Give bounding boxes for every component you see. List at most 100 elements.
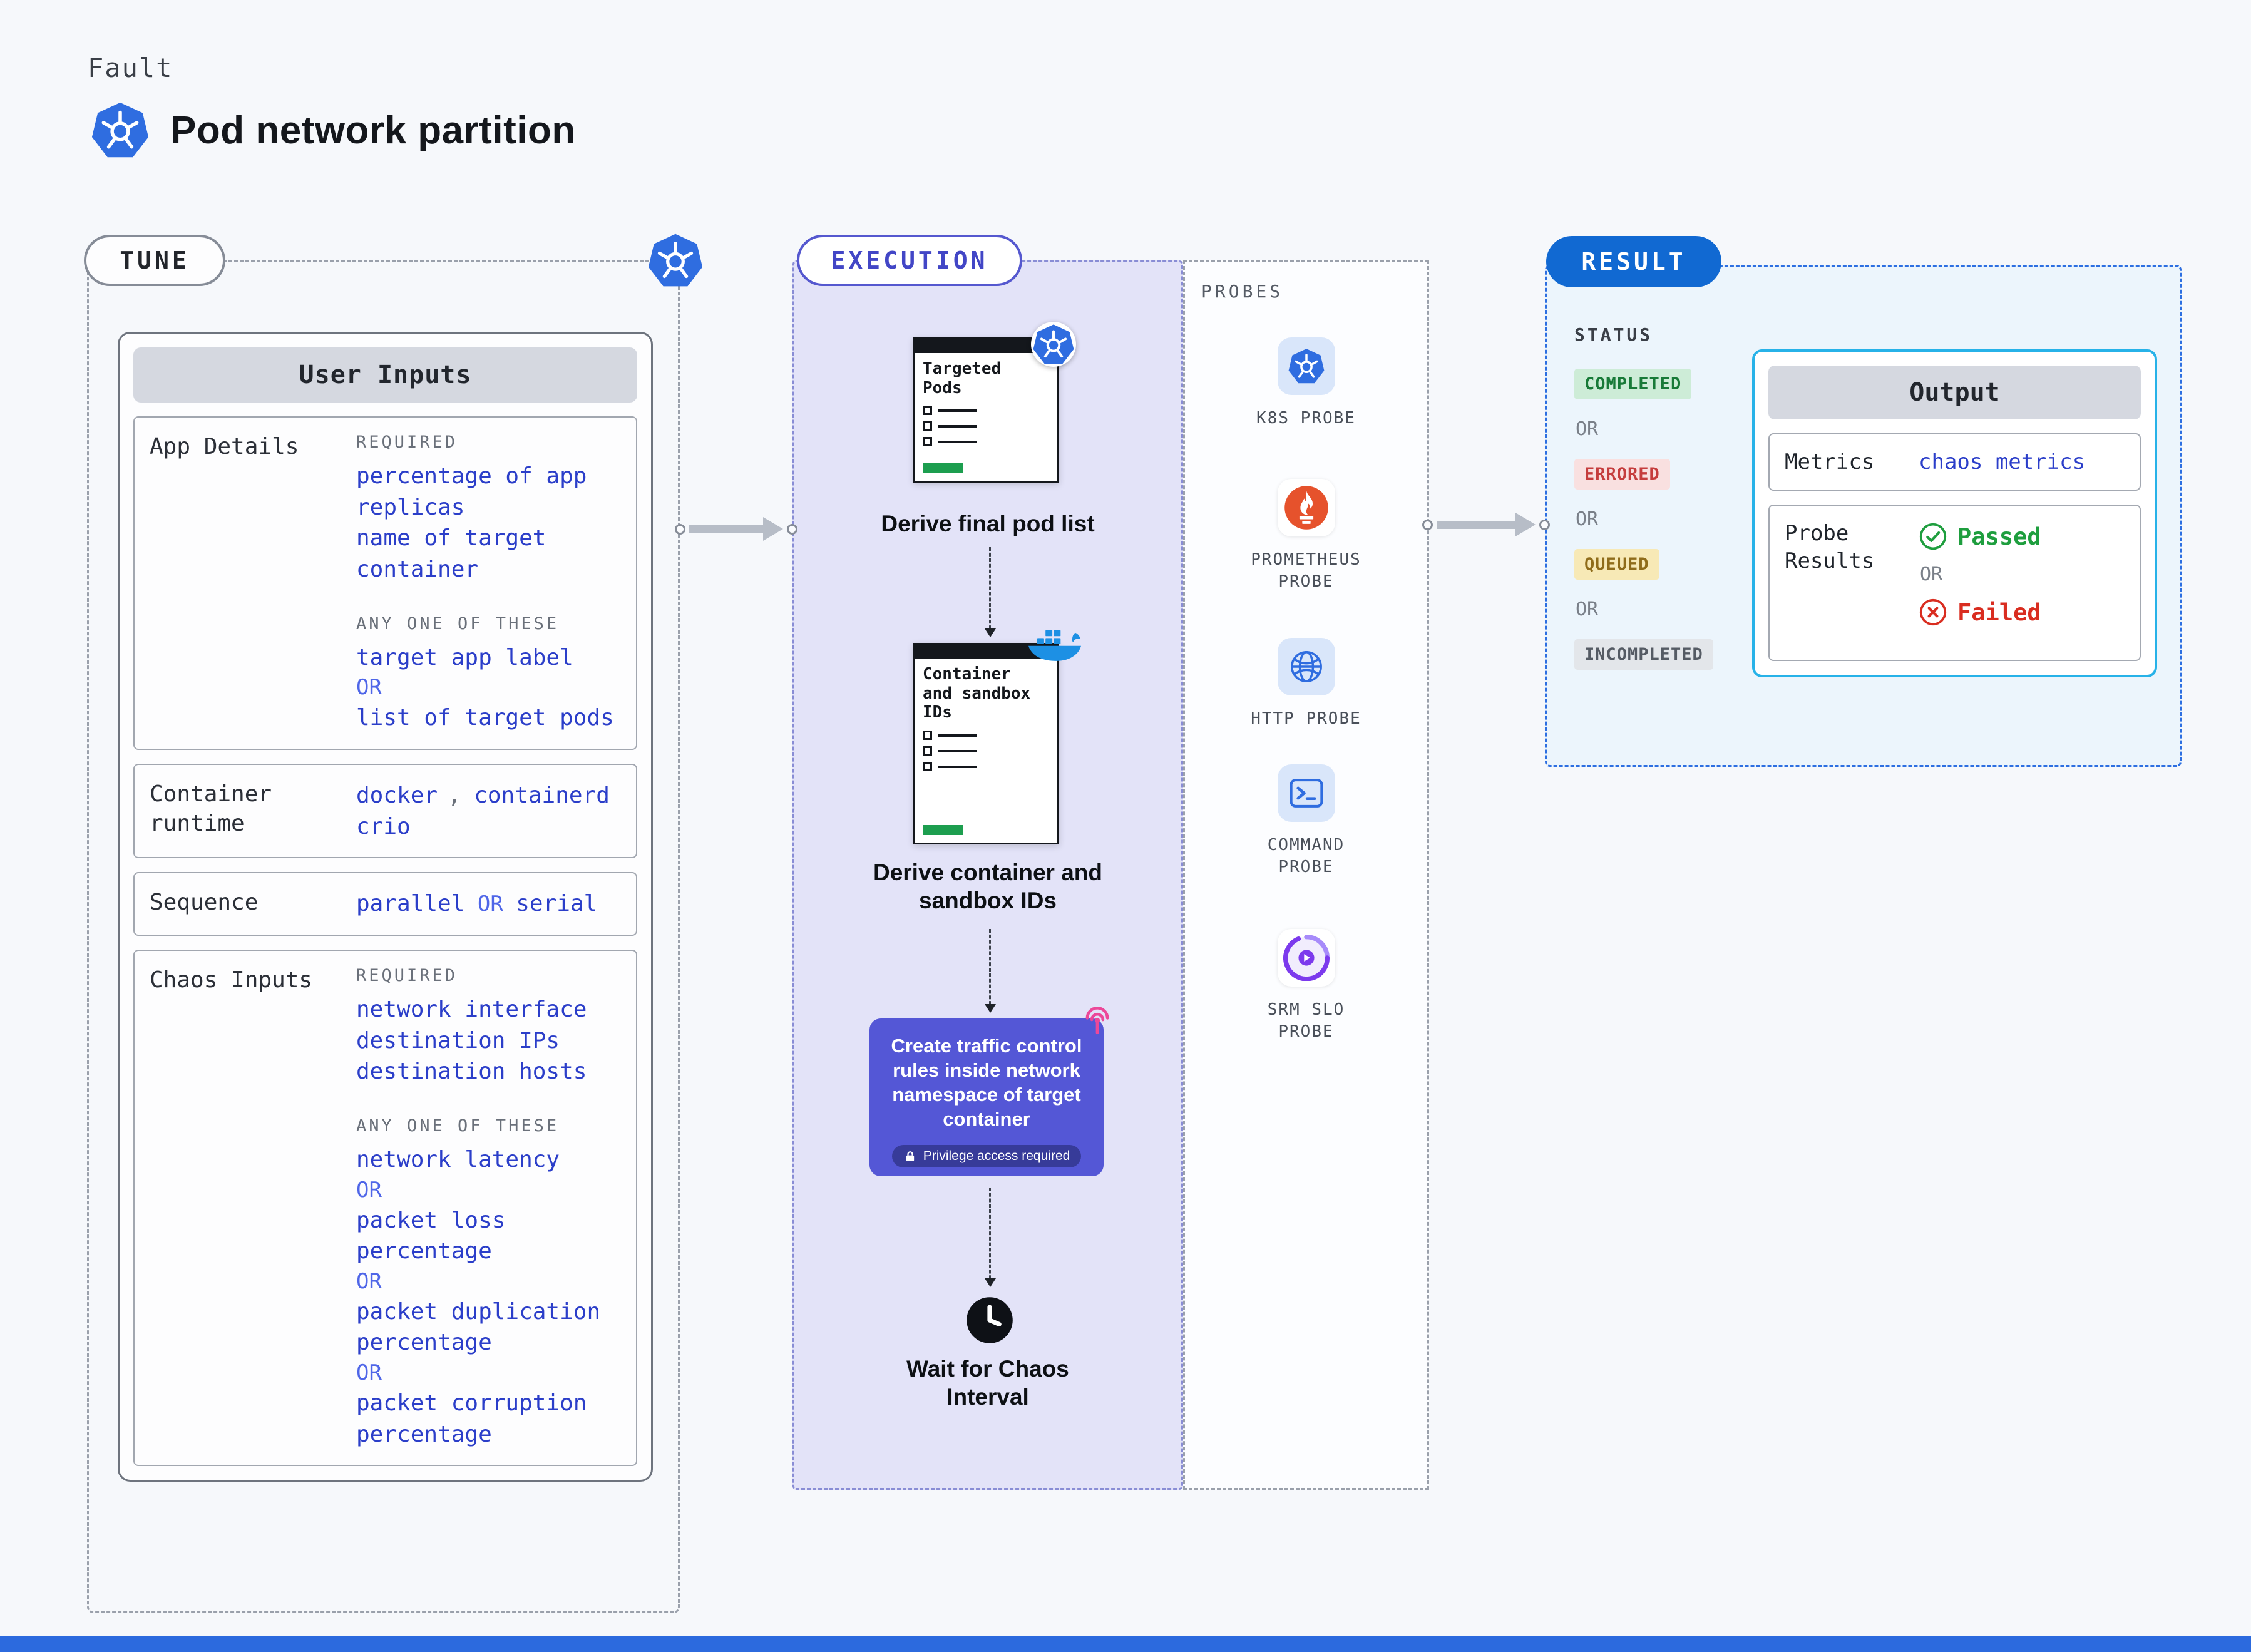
probe-tile	[1277, 764, 1335, 822]
kubernetes-badge	[1031, 322, 1076, 367]
input-value: parallel	[356, 891, 465, 917]
prometheus-icon	[1283, 485, 1330, 531]
probe-passed: Passed	[1919, 522, 2041, 551]
list-line	[938, 749, 977, 752]
checkbox-icon	[923, 437, 932, 447]
traffic-control-action: Create traffic control rules inside netw…	[869, 1018, 1104, 1176]
flow-arrow	[675, 517, 797, 541]
status-badge-queued: QUEUED	[1574, 549, 1659, 580]
action-text: Create traffic control rules inside netw…	[891, 1035, 1082, 1131]
page-title: Pod network partition	[170, 108, 576, 152]
execution-pill: EXECUTION	[797, 235, 1022, 286]
checklist-row	[915, 743, 1057, 759]
input-value: list of target pods	[356, 705, 614, 731]
input-value: percentage of app replicas	[356, 463, 587, 520]
metrics-value: chaos metrics	[1919, 449, 2086, 475]
privilege-note-text: Privilege access required	[923, 1149, 1070, 1163]
probe-tile	[1277, 337, 1335, 395]
arrow-head	[1515, 513, 1536, 536]
input-value: destination IPs	[356, 1027, 560, 1054]
probe-prometheus: PROMETHEUS PROBE	[1185, 479, 1427, 593]
input-value: serial	[516, 891, 598, 917]
container-ids-document: Container and sandbox IDs	[913, 643, 1059, 844]
probe-failed: Failed	[1919, 598, 2041, 627]
input-value: packet duplication percentage	[356, 1298, 601, 1356]
section-chaos-inputs: Chaos Inputs REQUIRED network interface …	[133, 949, 637, 1467]
step-caption-text: Derive container and sandbox IDs	[873, 859, 1102, 914]
group-heading: REQUIRED	[356, 433, 458, 452]
required-group: REQUIRED network interface destination I…	[356, 966, 621, 1087]
checklist-row	[915, 418, 1057, 434]
input-value: containerd	[474, 782, 610, 808]
kubernetes-icon	[1288, 348, 1325, 384]
output-header: Output	[1768, 366, 2141, 419]
user-inputs-header: User Inputs	[133, 347, 637, 403]
probes-label: PROBES	[1201, 281, 1284, 302]
list-line	[938, 409, 977, 412]
docker-icon	[1025, 623, 1085, 667]
step-caption: Derive container and sandbox IDs	[794, 858, 1181, 915]
probe-label: PROMETHEUS PROBE	[1251, 550, 1361, 592]
or-separator: OR	[356, 675, 382, 700]
input-value: docker	[356, 782, 438, 808]
section-sequence: Sequence parallel OR serial	[133, 872, 637, 936]
targeted-pods-document: Targeted Pods	[913, 322, 1076, 483]
input-value: target app label	[356, 644, 573, 670]
probes-section: PROBES K8S PROBE PROMETHEUS PROBE HTTP P…	[1183, 260, 1429, 1490]
or-separator: OR	[477, 891, 503, 917]
connector-dot	[1539, 519, 1550, 530]
clock-icon	[965, 1295, 1015, 1345]
page-header: Pod network partition	[91, 101, 576, 159]
status-badge-errored: ERRORED	[1574, 459, 1670, 490]
status-column: STATUS COMPLETED OR ERRORED OR QUEUED OR…	[1574, 324, 1713, 670]
checkbox-icon	[923, 746, 932, 756]
section-label: Container runtime	[150, 781, 272, 836]
document-titlebar	[915, 339, 1057, 353]
section-label: Sequence	[150, 890, 259, 916]
terminal-icon	[1288, 775, 1325, 811]
probe-tile	[1277, 929, 1335, 987]
required-group: REQUIRED percentage of app replicas name…	[356, 433, 621, 585]
status-badge-incompleted: INCOMPLETED	[1574, 639, 1713, 670]
slo-gauge-icon	[1283, 935, 1330, 981]
any-one-group: ANY ONE OF THESE network latency OR pack…	[356, 1116, 621, 1450]
probe-results-values: Passed OR Failed	[1919, 520, 2041, 646]
lock-icon	[903, 1149, 917, 1163]
failed-label: Failed	[1957, 598, 2041, 626]
probe-label: K8S PROBE	[1256, 409, 1356, 428]
input-value: name of target container	[356, 525, 546, 583]
result-pill: RESULT	[1546, 236, 1721, 287]
arrow-shaft	[689, 525, 763, 533]
probe-results-label: Probe Results	[1785, 521, 1875, 574]
passed-label: Passed	[1957, 523, 2041, 550]
progress-bar	[923, 463, 963, 473]
or-separator: OR	[356, 1177, 382, 1203]
or-separator: OR	[1576, 598, 1599, 620]
checkbox-icon	[923, 406, 932, 416]
tune-section: User Inputs App Details REQUIRED percent…	[87, 260, 680, 1613]
list-line	[938, 765, 977, 768]
metrics-label: Metrics	[1785, 449, 1875, 475]
list-line	[938, 440, 977, 443]
any-one-group: ANY ONE OF THESE target app label OR lis…	[356, 614, 621, 734]
probe-k8s: K8S PROBE	[1185, 337, 1427, 429]
connector-dot	[1422, 519, 1433, 530]
or-separator: OR	[1576, 508, 1599, 530]
probe-label: COMMAND PROBE	[1267, 836, 1345, 877]
kubernetes-icon	[648, 233, 703, 288]
checklist-row	[915, 727, 1057, 743]
arrow-shaft	[1437, 520, 1515, 529]
fault-kicker: Fault	[88, 53, 173, 83]
checkbox-icon	[923, 731, 932, 741]
status-label: STATUS	[1574, 324, 1653, 345]
footer-accent-bar	[0, 1636, 2251, 1652]
user-inputs-card: User Inputs App Details REQUIRED percent…	[118, 332, 653, 1482]
flow-arrow	[1422, 513, 1550, 536]
input-value: destination hosts	[356, 1059, 587, 1085]
flow-connector	[985, 929, 996, 1013]
flow-connector	[985, 547, 996, 637]
probe-http: HTTP PROBE	[1185, 638, 1427, 730]
checkbox-icon	[923, 762, 932, 772]
probe-tile	[1277, 479, 1335, 536]
step-caption: Derive final pod list	[881, 511, 1095, 536]
